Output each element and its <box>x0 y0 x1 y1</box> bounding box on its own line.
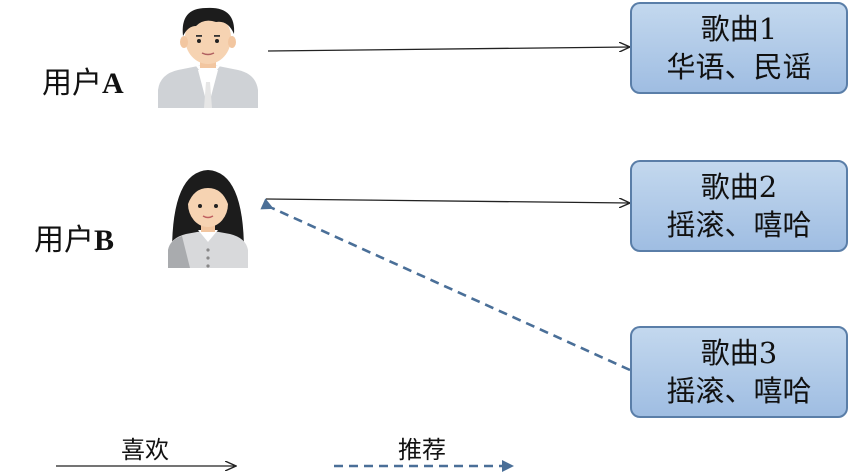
like-arrow-b-song2 <box>265 199 630 203</box>
female-user-avatar-icon <box>168 170 248 268</box>
legend-like-label: 喜欢 <box>121 436 169 464</box>
song-3-title: 歌曲3 <box>700 336 778 370</box>
song-2-box: 歌曲2 摇滚、嘻哈 <box>630 160 848 252</box>
male-user-avatar-icon <box>158 7 258 108</box>
recommend-arrow-song3-b <box>260 198 631 372</box>
legend-recommend-label: 推荐 <box>398 436 446 464</box>
song-3-genre: 摇滚、嘻哈 <box>666 374 812 408</box>
user-a-label: 用户A <box>42 58 124 102</box>
user-a-label-letter: A <box>102 67 124 100</box>
user-a-label-prefix: 用户 <box>42 66 102 101</box>
song-1-genre: 华语、民谣 <box>666 50 812 84</box>
user-b-label-letter: B <box>94 224 115 257</box>
song-2-genre: 摇滚、嘻哈 <box>666 208 812 242</box>
user-b-label-prefix: 用户 <box>34 223 94 258</box>
song-2-title: 歌曲2 <box>700 170 778 204</box>
song-1-title: 歌曲1 <box>700 12 778 46</box>
like-arrow-a-song1 <box>267 47 630 51</box>
user-b-label: 用户B <box>34 215 114 259</box>
song-3-box: 歌曲3 摇滚、嘻哈 <box>630 326 848 418</box>
song-1-box: 歌曲1 华语、民谣 <box>630 2 848 94</box>
